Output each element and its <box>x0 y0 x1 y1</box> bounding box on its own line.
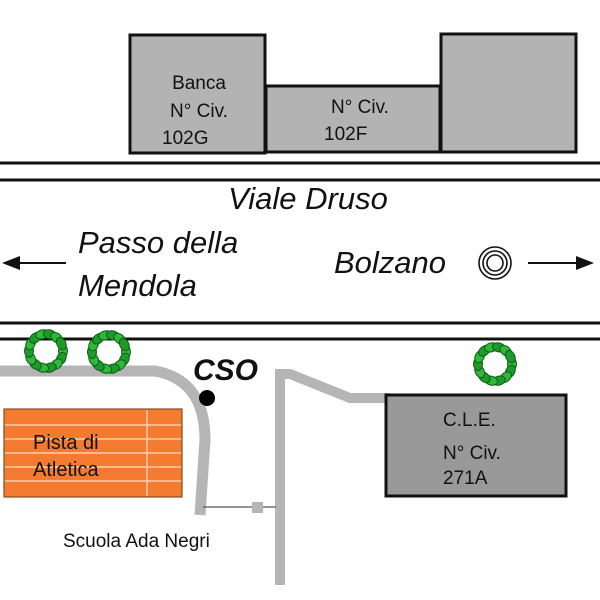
school-label: Scuola Ada Negri <box>63 531 210 552</box>
building-unlabeled[interactable] <box>439 32 578 154</box>
direction-left-line-2: Mendola <box>78 268 197 303</box>
direction-right: Bolzano <box>334 245 446 280</box>
direction-left-line-1: Passo della <box>78 225 238 260</box>
building-102f-line-2: 102F <box>324 124 367 145</box>
footpath-left <box>0 365 211 516</box>
building-cle-line-1: C.L.E. <box>443 410 496 431</box>
trees <box>24 329 517 386</box>
athletics-track[interactable]: Pista di Atletica <box>3 408 183 498</box>
building-banca-line-3: 102G <box>162 128 208 149</box>
arrow-right-icon <box>528 256 594 270</box>
concentric-circles-icon <box>478 246 512 280</box>
track-label-line-2: Atletica <box>33 459 99 481</box>
building-102f[interactable]: N° Civ. 102F <box>264 84 442 154</box>
building-banca-line-2: N° Civ. <box>170 101 228 122</box>
building-cle-line-3: 271A <box>443 468 488 489</box>
building-cle-shape <box>384 393 568 498</box>
tree-icon <box>473 342 517 386</box>
tree-icon <box>87 330 131 374</box>
footpath-right <box>275 369 390 585</box>
building-cle[interactable]: C.L.E. N° Civ. 271A <box>384 393 568 498</box>
building-102f-line-1: N° Civ. <box>331 97 389 118</box>
tree-icon <box>24 329 68 373</box>
gate-icon <box>252 502 263 513</box>
street-name: Viale Druso <box>228 181 388 216</box>
arrow-left-icon <box>2 256 66 270</box>
building-cle-line-2: N° Civ. <box>443 443 501 464</box>
track-label-line-1: Pista di <box>33 432 99 454</box>
building-102f-shape <box>264 84 442 154</box>
building-banca-line-1: Banca <box>172 73 226 94</box>
building-unlabeled-shape <box>439 32 578 154</box>
building-banca[interactable]: Banca N° Civ. 102G <box>128 33 267 155</box>
building-banca-shape <box>128 33 267 155</box>
poi-dot-icon[interactable] <box>199 390 215 406</box>
poi-label: CSO <box>193 354 258 387</box>
